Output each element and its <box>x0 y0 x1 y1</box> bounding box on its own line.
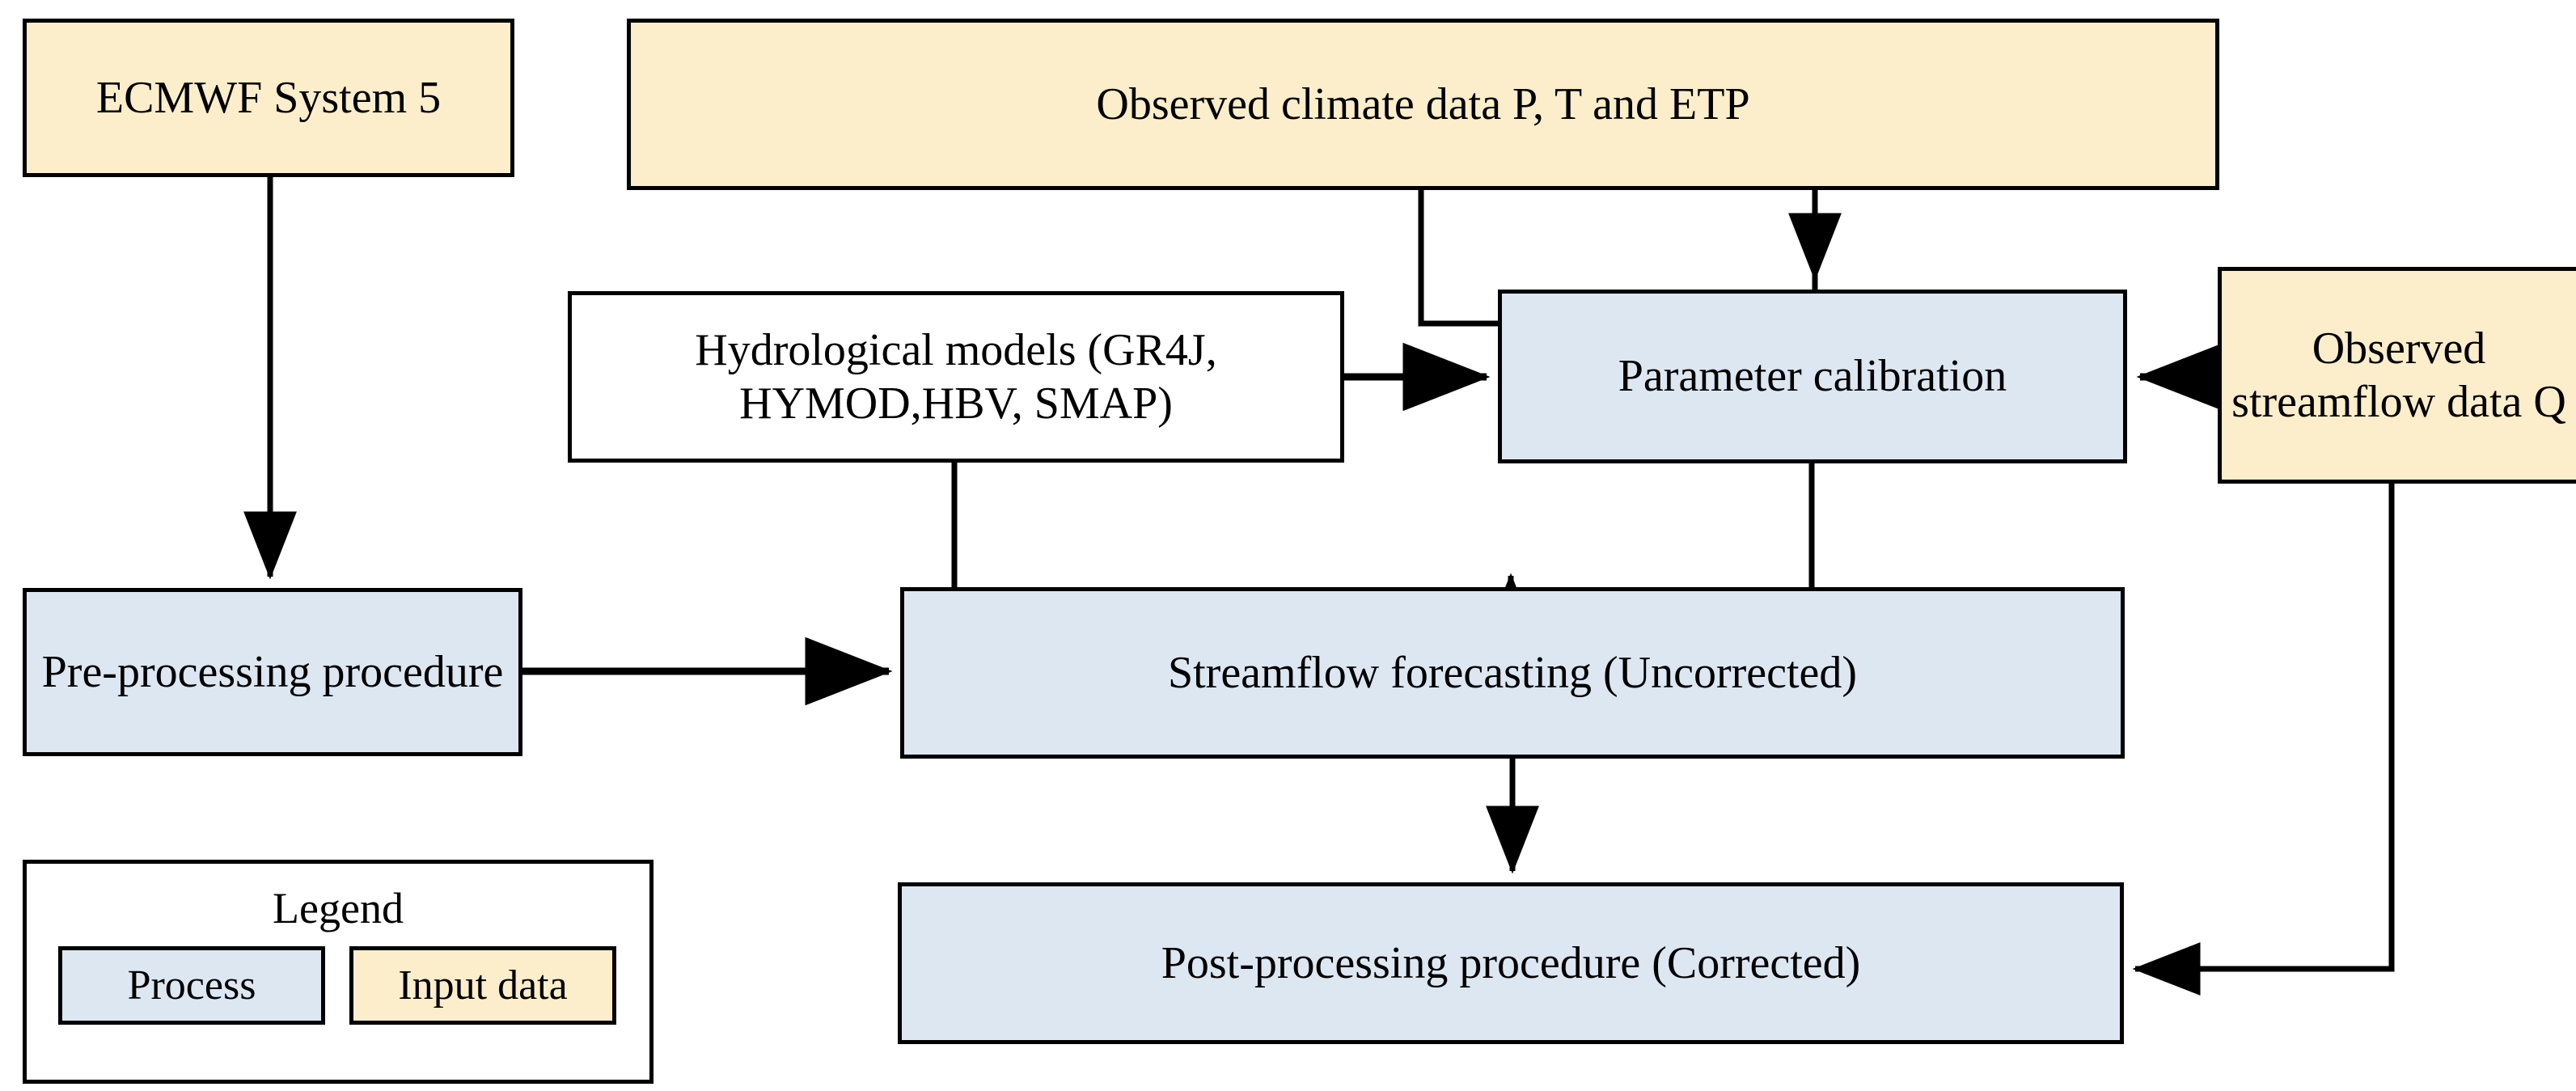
legend-title: Legend <box>273 884 404 932</box>
node-observed-climate-data[interactable]: Observed climate data P, T and ETP <box>627 19 2219 190</box>
legend-item-process[interactable]: Process <box>58 946 325 1025</box>
node-post-processing-procedure[interactable]: Post-processing procedure (Corrected) <box>898 882 2124 1044</box>
node-label: Pre-processing procedure <box>41 646 504 697</box>
node-label: Observed climate data P, T and ETP <box>1096 78 1750 129</box>
node-label: Streamflow forecasting (Uncorrected) <box>1167 647 1858 698</box>
node-label: ECMWF System 5 <box>95 72 442 123</box>
legend-item-input-data[interactable]: Input data <box>349 946 616 1025</box>
node-label: Parameter calibration <box>1618 351 2007 402</box>
node-observed-streamflow-data[interactable]: Observed streamflow data Q <box>2218 267 2576 484</box>
connector-streamflowdata-to-postprocessing <box>2132 484 2395 996</box>
node-pre-processing-procedure[interactable]: Pre-processing procedure <box>23 588 522 756</box>
node-label: Hydrological models (GR4J, HYMOD,HBV, SM… <box>695 324 1217 429</box>
node-parameter-calibration[interactable]: Parameter calibration <box>1498 290 2127 463</box>
node-hydrological-models[interactable]: Hydrological models (GR4J, HYMOD,HBV, SM… <box>568 291 1344 463</box>
node-streamflow-forecasting[interactable]: Streamflow forecasting (Uncorrected) <box>900 587 2125 759</box>
node-label: Observed streamflow data Q <box>2231 323 2566 427</box>
node-ecmwf-system-5[interactable]: ECMWF System 5 <box>23 19 514 177</box>
legend-item-label: Process <box>127 962 256 1009</box>
legend-item-label: Input data <box>398 962 568 1009</box>
node-label: Post-processing procedure (Corrected) <box>1161 937 1861 988</box>
